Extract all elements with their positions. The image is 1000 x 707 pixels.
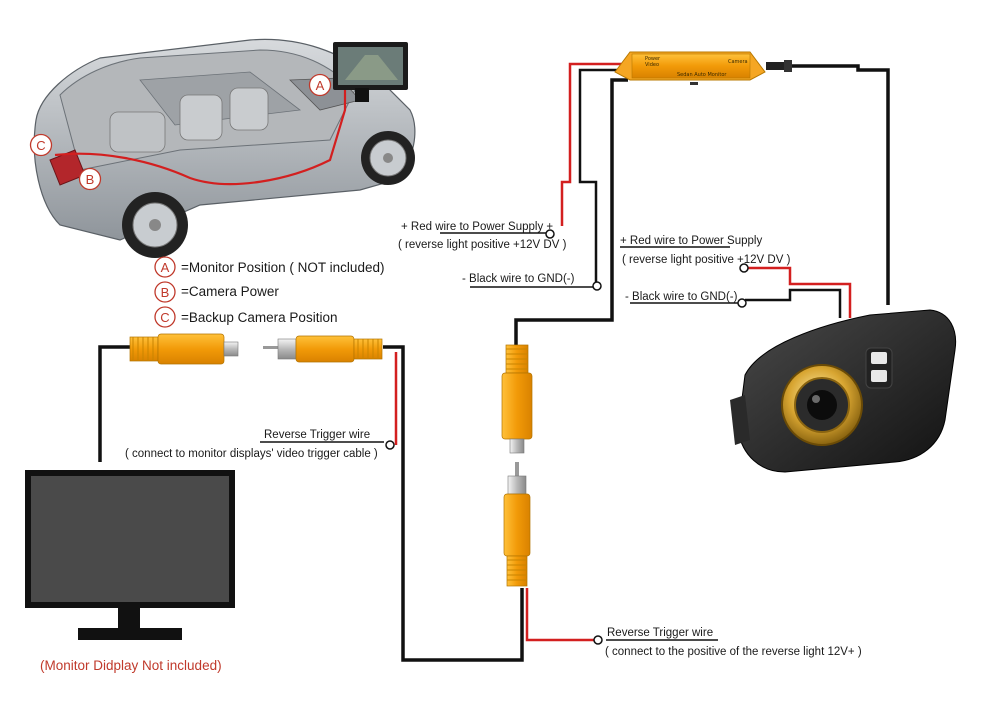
- label-right-black: - Black wire to GND(-): [625, 291, 738, 303]
- marker-a-letter: A: [316, 78, 325, 93]
- terminals: [385, 229, 749, 645]
- filter-label-model: Sedan Auto Monitor: [677, 72, 727, 78]
- label-top-black: - Black wire to GND(-): [462, 273, 575, 285]
- legend-letter-b: B: [161, 285, 170, 300]
- power-filter-box: Power Video Camera Sedan Auto Monitor: [614, 51, 792, 85]
- legend-text-a: =Monitor Position ( NOT included): [181, 260, 384, 275]
- backup-camera: [730, 309, 957, 473]
- label-top-red-line1: + Red wire to Power Supply +: [401, 221, 553, 233]
- monitor-display: [25, 470, 235, 640]
- rca-female-left: [129, 333, 239, 365]
- legend-letter-c: C: [160, 310, 169, 325]
- label-trigger-bottom-line2: ( connect to the positive of the reverse…: [605, 646, 862, 658]
- wires: [98, 62, 890, 662]
- rca-male-right: [263, 335, 383, 363]
- label-right-red-line2: ( reverse light positive +12V DV ): [622, 254, 791, 266]
- car-front-wheel: [361, 131, 415, 185]
- car-rear-wheel: [122, 192, 188, 258]
- label-top-red-line2: ( reverse light positive +12V DV ): [398, 239, 567, 251]
- car-dash-monitor: [333, 42, 408, 102]
- label-right-red-line1: + Red wire to Power Supply: [620, 235, 762, 247]
- marker-c-letter: C: [36, 138, 45, 153]
- legend-text-c: =Backup Camera Position: [181, 310, 337, 325]
- marker-b: B: [78, 167, 102, 191]
- legend: A =Monitor Position ( NOT included) B =C…: [154, 256, 384, 328]
- filter-label-power: Power: [645, 56, 661, 62]
- label-right-black-line1: - Black wire to GND(-): [625, 291, 738, 303]
- legend-item-a: A =Monitor Position ( NOT included): [154, 256, 384, 278]
- rca-female-vertical: [501, 344, 533, 454]
- label-right-red: + Red wire to Power Supply ( reverse lig…: [620, 235, 791, 266]
- marker-a: A: [308, 73, 332, 97]
- label-trigger-left: Reverse Trigger wire ( connect to monito…: [125, 429, 378, 460]
- legend-text-b: =Camera Power: [181, 284, 279, 299]
- legend-item-c: C =Backup Camera Position: [154, 306, 337, 328]
- marker-b-letter: B: [86, 172, 95, 187]
- label-trigger-left-line1: Reverse Trigger wire: [264, 429, 370, 441]
- filter-label-camera: Camera: [728, 59, 748, 65]
- monitor-not-included-note: (Monitor Didplay Not included): [40, 658, 222, 673]
- filter-label-video: Video: [645, 62, 659, 68]
- legend-item-b: B =Camera Power: [154, 281, 279, 303]
- label-trigger-bottom: Reverse Trigger wire ( connect to the po…: [605, 627, 862, 658]
- marker-c: C: [29, 133, 53, 157]
- rca-male-vertical: [503, 462, 531, 587]
- label-trigger-left-line2: ( connect to monitor displays' video tri…: [125, 448, 378, 460]
- label-trigger-bottom-line1: Reverse Trigger wire: [607, 627, 713, 639]
- car-illustration: [33, 38, 416, 258]
- label-top-red: + Red wire to Power Supply + ( reverse l…: [398, 221, 567, 251]
- legend-letter-a: A: [161, 260, 170, 275]
- label-top-black-line1: - Black wire to GND(-): [462, 273, 575, 285]
